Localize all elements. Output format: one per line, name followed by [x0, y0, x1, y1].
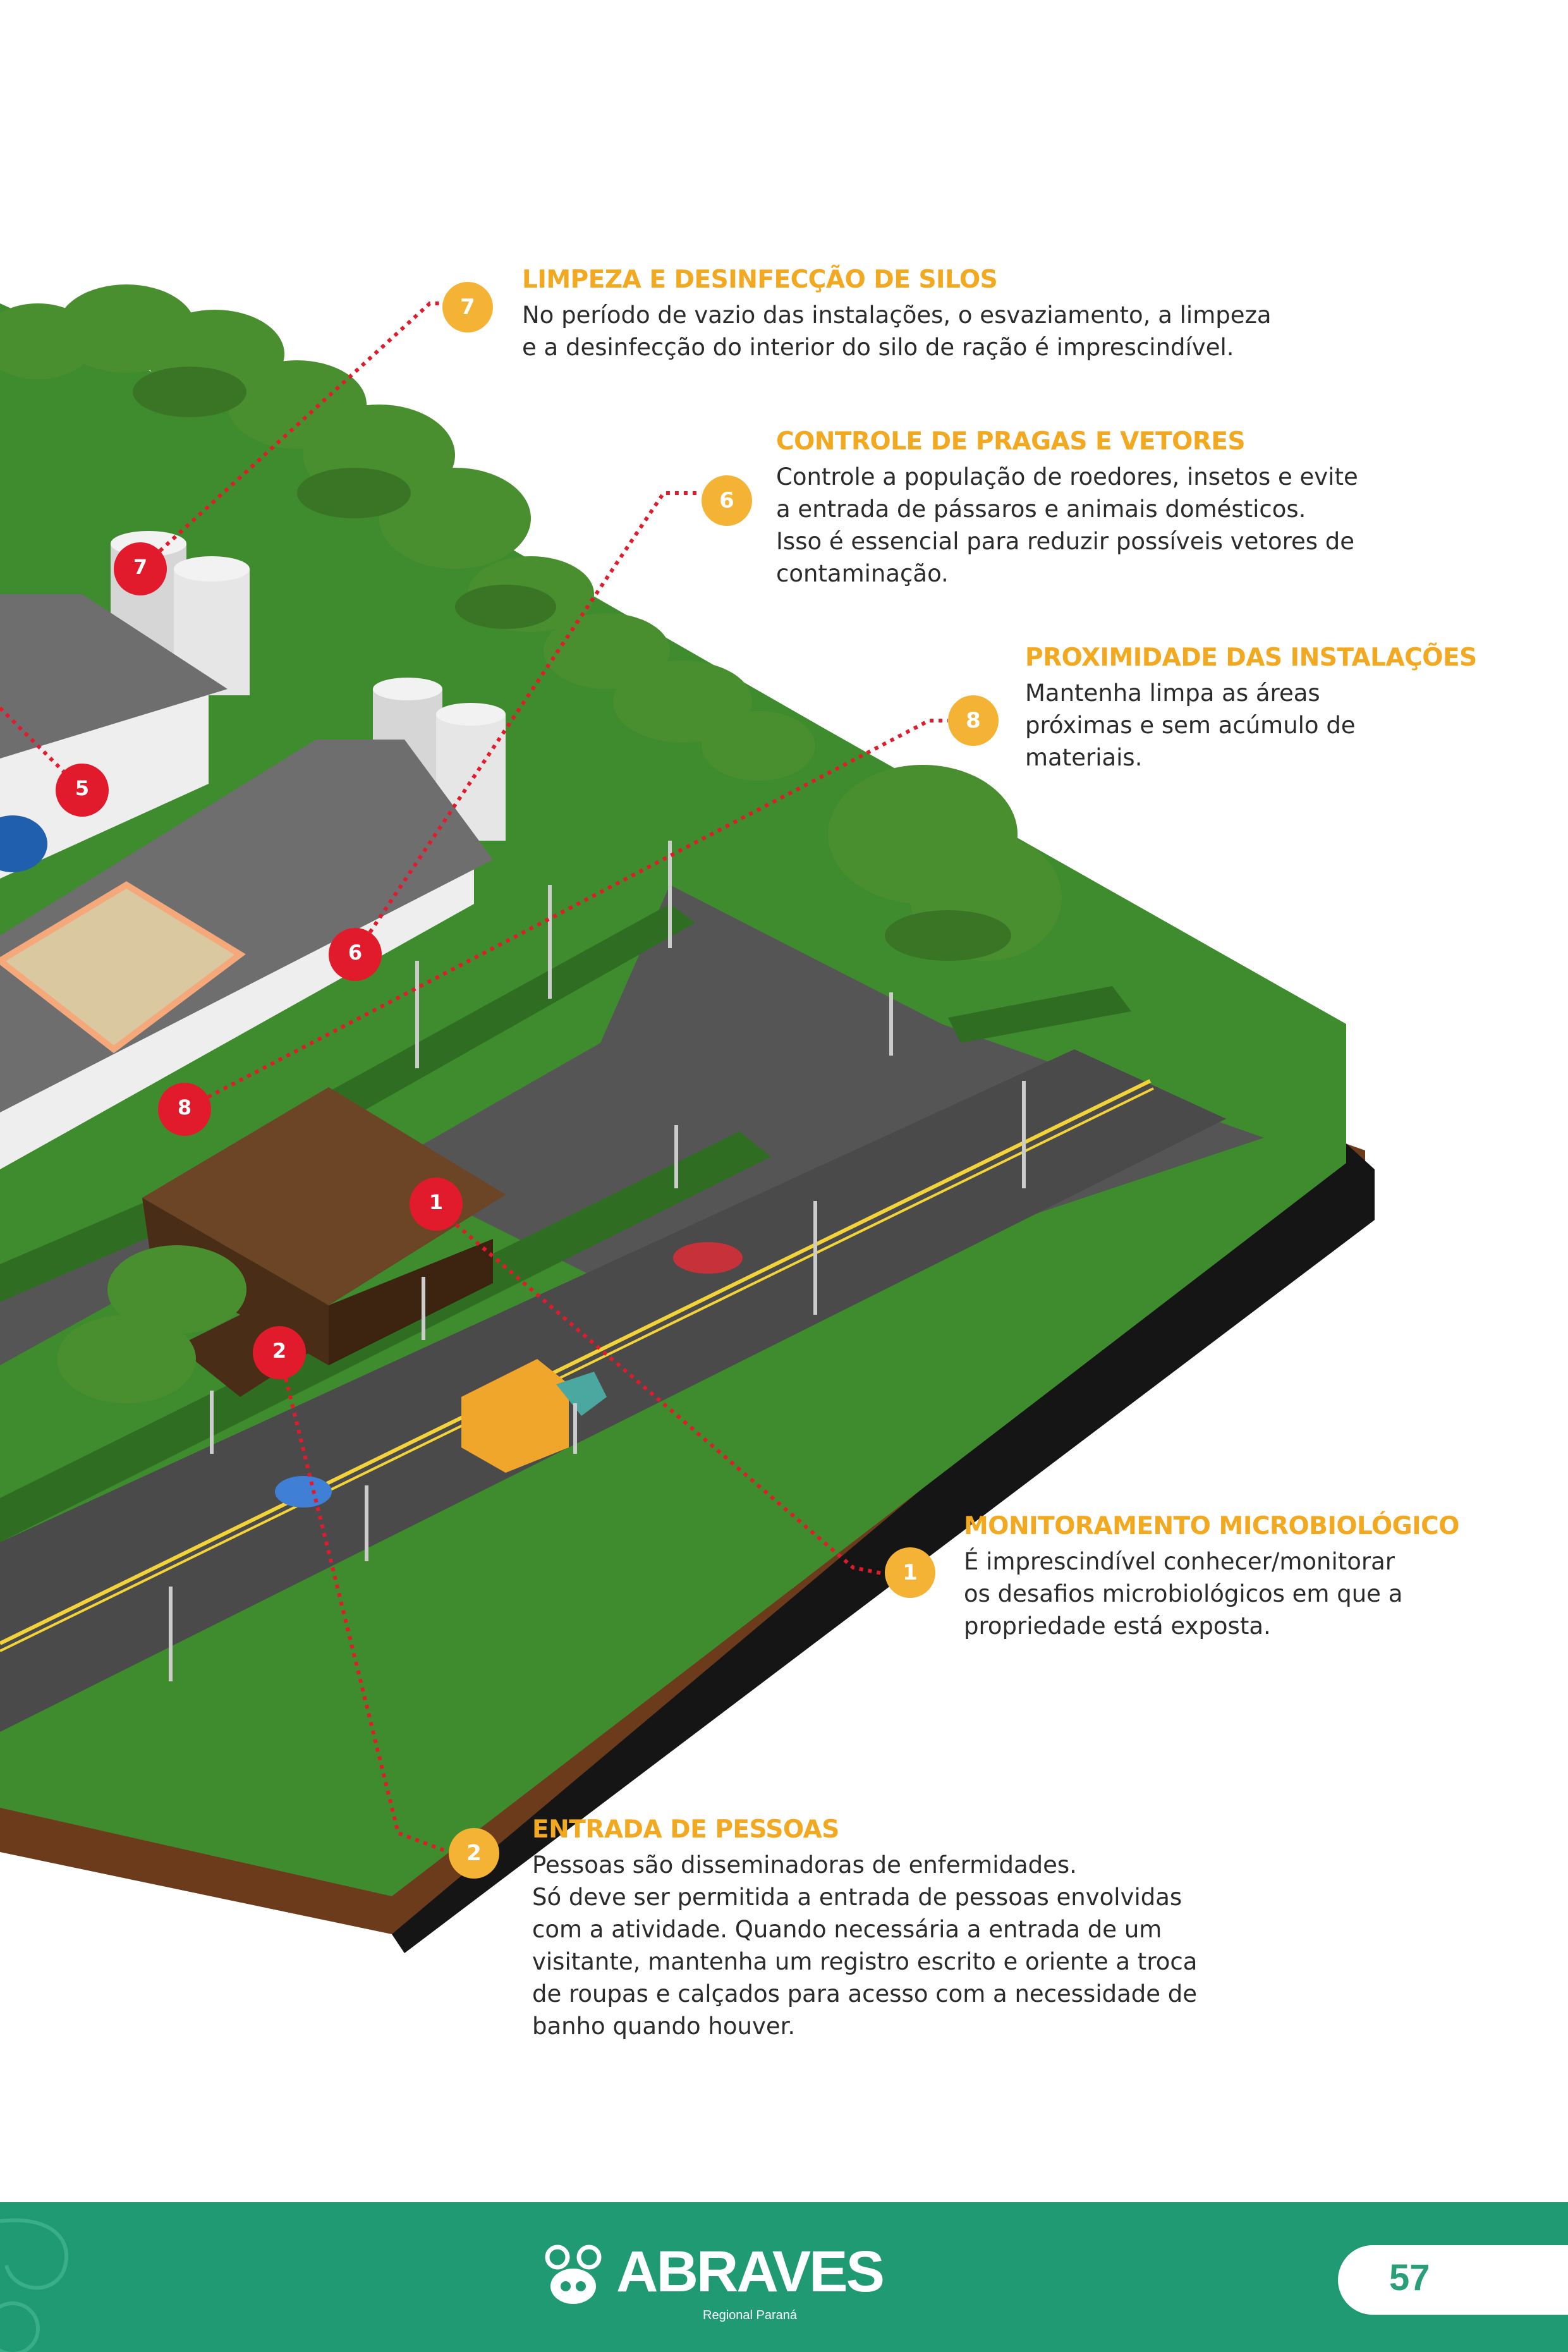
page-number-tab: [1338, 2245, 1568, 2315]
leader-lines: [0, 302, 948, 1854]
callout-text: É imprescindível conhecer/monitorar os d…: [964, 1548, 1403, 1640]
callout-title: PROXIMIDADE DAS INSTALAÇÕES: [1025, 643, 1477, 672]
truck: [461, 1359, 607, 1473]
footer-bar: ABRAVES Regional Paraná 57: [0, 2202, 1568, 2352]
marker-7: [114, 542, 167, 595]
callout-pin-7: 7: [442, 282, 493, 332]
callout-microbiological-monitoring: MONITORAMENTO MICROBIOLÓGICO É imprescin…: [964, 1512, 1459, 1642]
callout-text: Mantenha limpa as áreas próximas e sem a…: [1025, 679, 1356, 771]
marker-2: [253, 1326, 306, 1379]
callout-title: MONITORAMENTO MICROBIOLÓGICO: [964, 1512, 1459, 1540]
callout-pin-1: 1: [885, 1547, 935, 1598]
callout-text: Pessoas são disseminadoras de enfermidad…: [532, 1851, 1198, 2040]
barn-back: [0, 594, 228, 879]
brand-logo-text: ABRAVES: [616, 2239, 885, 2304]
marker-label-7: 7: [133, 555, 148, 579]
marker-6: [329, 928, 382, 981]
callout-people-entry: ENTRADA DE PESSOAS Pessoas são dissemina…: [532, 1815, 1197, 2042]
tree-line-shade: [133, 367, 1011, 961]
callout-pest-control: CONTROLE DE PRAGAS E VETORES Controle a …: [776, 427, 1358, 590]
main-road: [0, 1049, 1226, 1732]
hedge-row-3: [291, 904, 695, 1138]
entrance-trees: [57, 1245, 246, 1403]
callout-pin-2: 2: [449, 1828, 499, 1879]
marker-label-6: 6: [348, 941, 363, 965]
marker-label-2: 2: [272, 1339, 287, 1363]
hedge-row-4: [948, 986, 1131, 1043]
marker-label-8: 8: [177, 1095, 192, 1119]
callout-text: No período de vazio das instalações, o e…: [522, 302, 1272, 361]
callout-title: ENTRADA DE PESSOAS: [532, 1815, 839, 1844]
ground-black-edge: [392, 1138, 1375, 1953]
marker-1: [410, 1178, 463, 1231]
page-number: 57: [1389, 2257, 1430, 2298]
callout-pin-6: 6: [702, 475, 752, 526]
callout-text: Controle a população de roedores, inseto…: [776, 463, 1358, 587]
decorative-swirl-icon: [0, 2218, 68, 2352]
road-center-line: [0, 1079, 1152, 1645]
callout-facility-proximity: PROXIMIDADE DAS INSTALAÇÕES Mantenha lim…: [1025, 643, 1477, 774]
callout-title: LIMPEZA E DESINFECÇÃO DE SILOS: [522, 265, 998, 294]
water-tank: [0, 815, 47, 872]
callout-silo-cleaning: LIMPEZA E DESINFECÇÃO DE SILOS No períod…: [522, 265, 1272, 363]
callout-pin-8: 8: [948, 695, 999, 746]
pig-logo-icon: [545, 2245, 602, 2304]
car-blue: [275, 1476, 332, 1508]
marker-8: [158, 1083, 211, 1136]
brand-subtitle: Regional Paraná: [703, 2308, 797, 2322]
storage-house: [177, 1302, 329, 1397]
compost-shed: [0, 881, 246, 1054]
callout-title: CONTROLE DE PRAGAS E VETORES: [776, 427, 1246, 456]
lamp-posts: [169, 841, 1026, 1681]
marker-5: [56, 764, 109, 817]
road-center-line-2: [0, 1087, 1154, 1652]
marker-label-5: 5: [75, 776, 90, 800]
car-red: [673, 1242, 743, 1274]
marker-label-1: 1: [428, 1190, 444, 1214]
